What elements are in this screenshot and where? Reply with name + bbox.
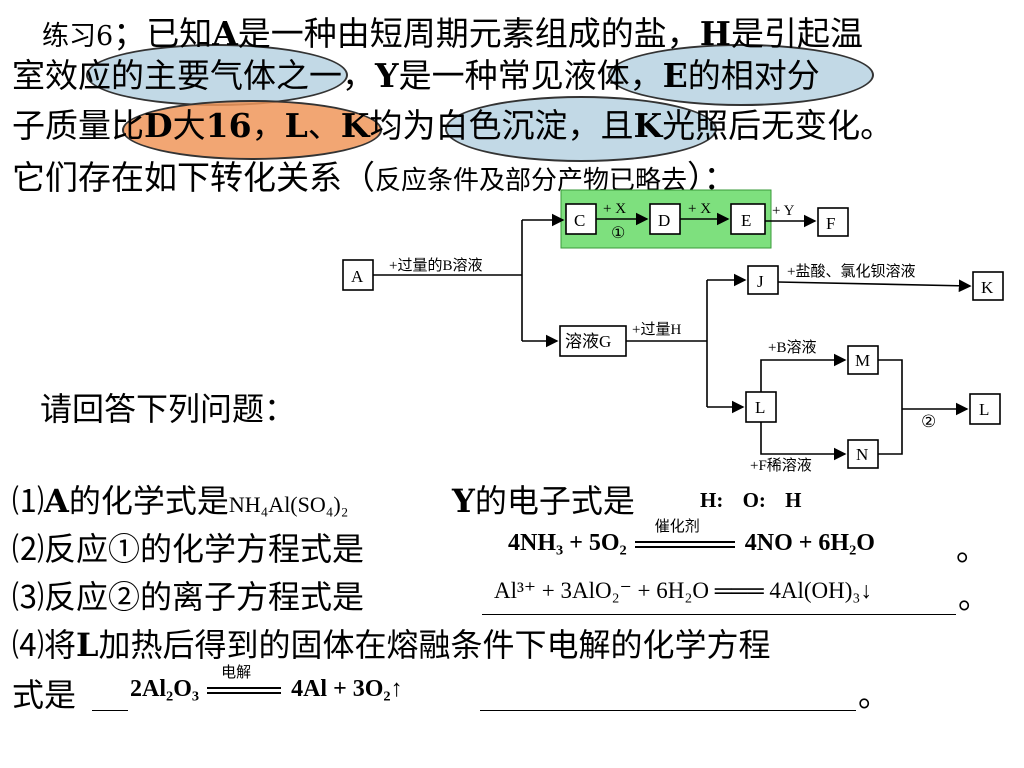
compound-H: H — [699, 14, 731, 53]
answer-equation-2: Al³⁺ + 3AlO₂⁻ + 6H₂O ═══ 4Al(OH)₃↓ — [494, 578, 872, 603]
question-text: 加热后得到的固体在熔融条件下电解的化学方程 — [98, 626, 771, 664]
compound-K: K — [633, 106, 663, 145]
answer-underline-3 — [482, 614, 956, 615]
node-J — [747, 265, 779, 295]
edge-label-hcl-bacl2: +盐酸、氯化钡溶液 — [787, 263, 915, 280]
node-E — [730, 203, 766, 235]
equation-arrow: 电解 — [205, 665, 285, 703]
node-label-A: A — [351, 267, 364, 286]
node-label-G: 溶液G — [565, 332, 611, 351]
node-C — [565, 203, 597, 235]
compound-A: A — [44, 482, 69, 520]
problem-line-1: 练习6；已知A是一种由短周期元素组成的盐，H是引起温 — [42, 14, 863, 57]
problem-text: 室效应的主要气体之一， — [12, 56, 375, 95]
node-G — [559, 325, 627, 357]
problem-text: 是引起温 — [730, 14, 863, 53]
node-label-N: N — [856, 445, 868, 464]
node-label-K: K — [981, 278, 994, 297]
compound-E: E — [662, 56, 688, 95]
edge-label-excess-H: +过量H — [632, 321, 681, 338]
problem-text: 是一种由短周期元素组成的盐， — [237, 14, 700, 53]
problem-text: ， — [251, 106, 285, 145]
answer-formula-A: NH₄Al(SO₄)₂ — [228, 492, 349, 517]
answer-underline-4a — [92, 710, 128, 711]
node-label-E: E — [741, 211, 751, 230]
node-label-F: F — [826, 214, 835, 233]
edge-label-reaction-1: ① — [611, 225, 625, 242]
equation-condition: 电解 — [221, 665, 252, 682]
compound-K: K — [340, 106, 370, 145]
equation-reactants: 4NH₃ + 5O₂ — [508, 530, 627, 556]
node-F — [817, 207, 849, 237]
equation-arrow: 催化剂 — [633, 519, 739, 557]
problem-text: 子质量比 — [12, 106, 144, 145]
question-text: 的电子式是 — [474, 482, 635, 520]
compound-D: D — [144, 106, 173, 145]
compound-L: L — [284, 106, 308, 145]
equation-products: 4Al + 3O₂↑ — [291, 676, 403, 702]
question-1b: Y的电子式是 — [452, 482, 635, 520]
question-2-end: 。 — [956, 530, 989, 568]
compound-A: A — [212, 14, 238, 53]
node-label-D: D — [658, 211, 670, 230]
problem-text: 是一种常见液体， — [398, 56, 663, 95]
question-4-end: 。 — [858, 676, 891, 714]
node-A — [342, 259, 374, 291]
node-K — [972, 271, 1004, 301]
problem-text: 大 — [172, 106, 206, 145]
node-label-L: L — [755, 398, 765, 417]
question-1: ⑴A的化学式是NH₄Al(SO₄)₂ — [12, 482, 348, 524]
problem-number: 练习6 — [42, 21, 114, 52]
answer-equation-1: 4NH₃ + 5O₂ 催化剂 4NO + 6H₂O — [508, 519, 875, 557]
problem-text: 均为白色沉淀，且 — [369, 106, 634, 145]
compound-Y: Y — [452, 482, 475, 520]
edge-label-plus-X-1: + X — [603, 201, 626, 217]
question-3-end: 。 — [958, 578, 991, 616]
node-label-J: J — [757, 272, 764, 291]
equation-condition: 催化剂 — [654, 519, 700, 536]
question-text: ⑵反应①的化学方程式是 — [12, 530, 365, 568]
answer-equation-3: 2Al₂O₃ 电解 4Al + 3O₂↑ — [130, 665, 403, 703]
answer-electron-formula-Y: H: O: H — [700, 488, 802, 512]
problem-text: 、 — [307, 106, 341, 145]
equation-products: 4NO + 6H₂O — [744, 530, 875, 556]
answer-underline-4b — [480, 710, 856, 711]
question-number: ⑴ — [12, 482, 45, 520]
compound-L: L — [76, 626, 99, 664]
edge-label-plus-Y: + Y — [772, 203, 795, 219]
edge-label-plus-X-2: + X — [688, 201, 711, 217]
problem-text: 它们存在如下转化关系（ — [12, 158, 375, 197]
problem-line-3: 子质量比D大16，L、K均为白色沉淀，且K光照后无变化。 — [12, 106, 893, 146]
highlight-ellipse-3 — [122, 100, 382, 160]
mass-difference: 16 — [205, 106, 252, 145]
node-M — [847, 345, 879, 375]
edge-label-excess-B: +过量的B溶液 — [389, 257, 482, 274]
questions-intro: 请回答下列问题： — [40, 390, 297, 428]
equation-reactants: 2Al₂O₃ — [130, 676, 200, 702]
compound-Y: Y — [375, 56, 399, 95]
highlight-ellipse-2 — [608, 44, 874, 106]
question-text: 的化学式是 — [68, 482, 229, 520]
question-3: ⑶反应②的离子方程式是 — [12, 578, 364, 616]
node-label-C: C — [574, 211, 585, 230]
question-text: ⑶反应②的离子方程式是 — [12, 578, 365, 616]
problem-text: 的相对分 — [687, 56, 820, 95]
problem-text: 光照后无变化。 — [662, 106, 894, 145]
node-L2 — [969, 393, 1001, 425]
problem-line-2: 室效应的主要气体之一，Y是一种常见液体，E的相对分 — [12, 56, 820, 96]
edge-label-reaction-2: ② — [921, 412, 936, 431]
question-4: ⑷将L加热后得到的固体在熔融条件下电解的化学方程 — [12, 626, 771, 664]
problem-text: ；已知 — [113, 14, 213, 53]
question-2: ⑵反应①的化学方程式是 — [12, 530, 364, 568]
question-4b: 式是 — [12, 676, 77, 714]
edge-label-B-solution: +B溶液 — [768, 339, 816, 356]
node-label-L-result: L — [979, 400, 989, 419]
node-label-M: M — [855, 351, 870, 370]
question-text: ⑷将 — [12, 626, 77, 664]
edge-label-dilute-F: +F稀溶液 — [750, 457, 812, 474]
highlight-ellipse-4 — [445, 96, 717, 162]
